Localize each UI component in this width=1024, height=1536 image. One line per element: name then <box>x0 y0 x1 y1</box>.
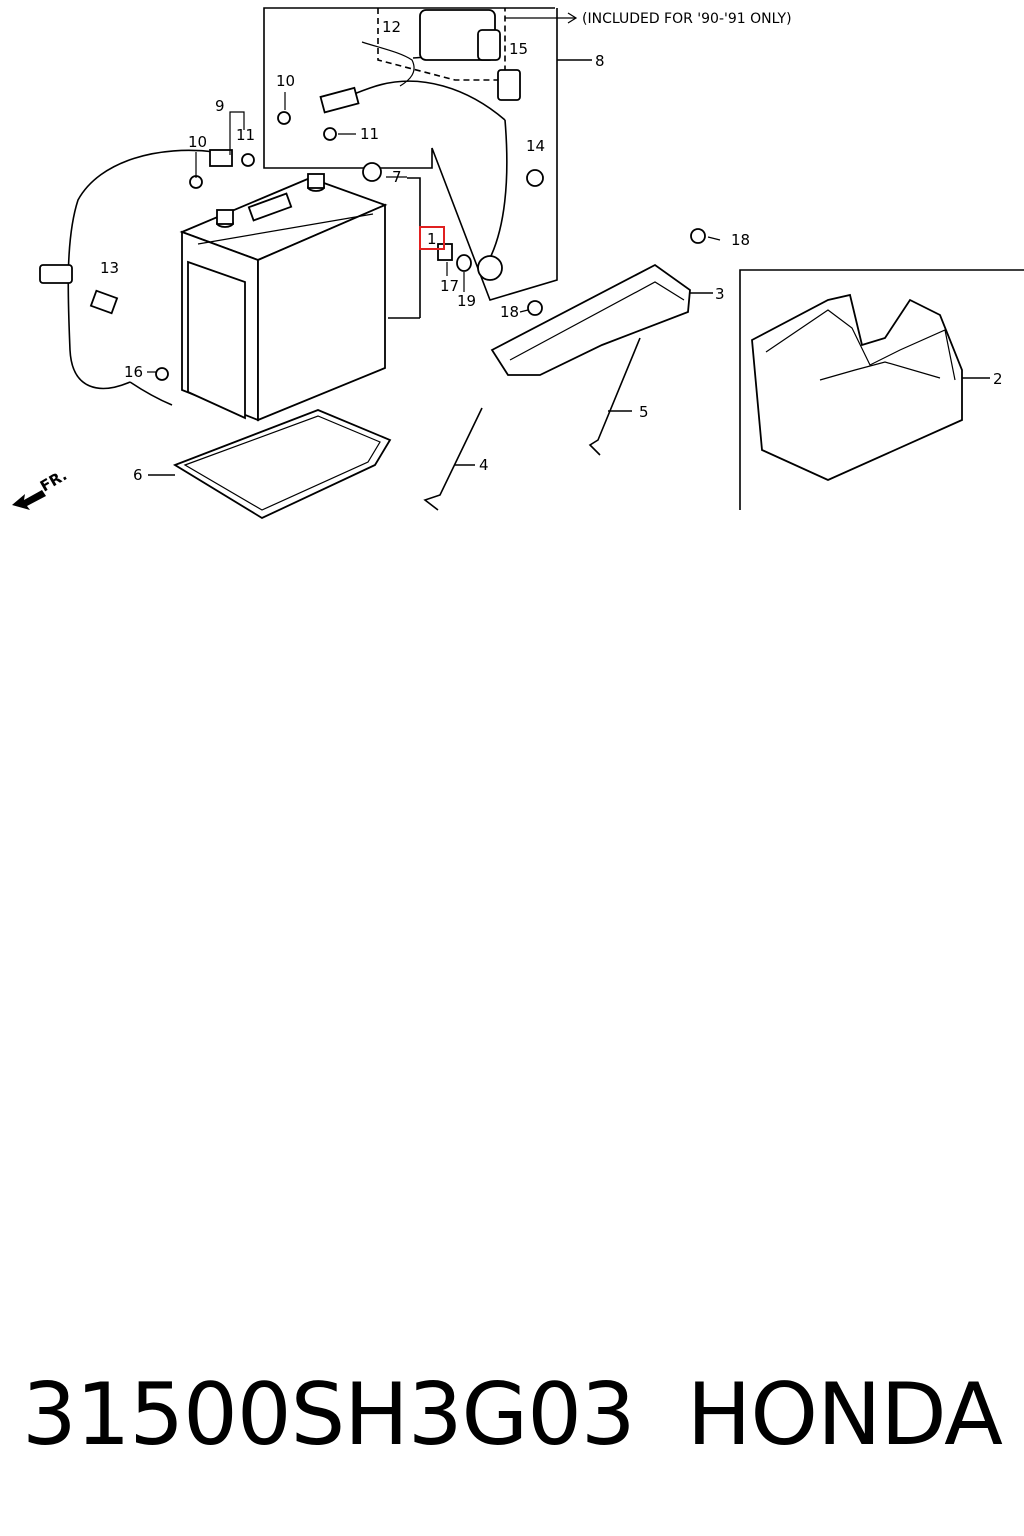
battery-box <box>739 269 1024 510</box>
callout-16[interactable]: 16 <box>124 363 143 381</box>
callout-labels: 1 2 3 4 5 6 7 8 9 10 10 11 11 12 13 14 1… <box>100 18 1003 484</box>
callout-19[interactable]: 19 <box>457 292 476 310</box>
callout-8[interactable]: 8 <box>595 52 605 70</box>
sensor-dashed-bracket <box>377 8 578 81</box>
callout-2[interactable]: 2 <box>993 370 1003 388</box>
callout-5[interactable]: 5 <box>639 403 649 421</box>
callout-18b[interactable]: 18 <box>500 303 519 321</box>
callout-11b[interactable]: 11 <box>236 126 255 144</box>
hold-down-bolts <box>423 337 641 511</box>
callout-17[interactable]: 17 <box>440 277 459 295</box>
leader-lines <box>147 92 721 373</box>
part-caption: 31500SH3G03 HONDA <box>0 1360 1024 1470</box>
callout-13[interactable]: 13 <box>100 259 119 277</box>
brand-name: HONDA <box>686 1365 1003 1465</box>
callout-15[interactable]: 15 <box>509 40 528 58</box>
small-hardware <box>155 9 706 381</box>
front-arrow: FR. <box>12 466 70 510</box>
included-note: (INCLUDED FOR '90-'91 ONLY) <box>582 11 792 27</box>
callout-6[interactable]: 6 <box>133 466 143 484</box>
parts-diagram: FR. (INCLUDED FOR '90-'91 ONLY) 1 2 3 4 … <box>12 7 1024 520</box>
hold-down-bracket <box>490 263 713 376</box>
callout-7[interactable]: 7 <box>392 168 402 186</box>
callout-18a[interactable]: 18 <box>731 231 750 249</box>
callout-1[interactable]: 1 <box>427 230 437 248</box>
part-number: 31500SH3G03 <box>22 1365 636 1465</box>
callout-10b[interactable]: 10 <box>188 133 207 151</box>
callout-12[interactable]: 12 <box>382 18 401 36</box>
callout-11a[interactable]: 11 <box>360 125 379 143</box>
callout-14[interactable]: 14 <box>526 137 545 155</box>
cable-group-bracket <box>263 7 592 301</box>
battery <box>179 173 421 422</box>
callout-3[interactable]: 3 <box>715 285 725 303</box>
callout-10a[interactable]: 10 <box>276 72 295 90</box>
battery-tray <box>148 409 392 520</box>
callout-9[interactable]: 9 <box>215 97 225 115</box>
callout-highlight-box <box>419 226 445 250</box>
callout-4[interactable]: 4 <box>479 456 489 474</box>
